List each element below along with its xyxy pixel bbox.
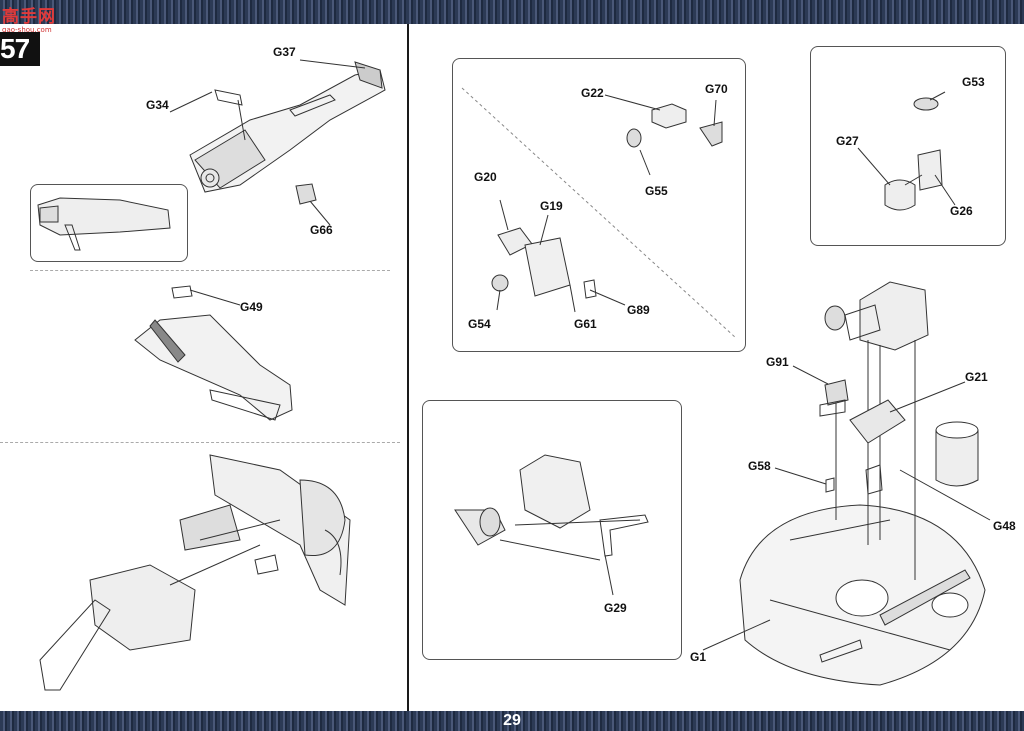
hatch-detail-box <box>810 46 1006 246</box>
part-label-g89: G89 <box>627 303 650 317</box>
part-label-g53: G53 <box>962 75 985 89</box>
engine-assembly-drawing <box>169 59 386 226</box>
part-label-g58: G58 <box>748 459 771 473</box>
part-label-g26: G26 <box>950 204 973 218</box>
part-label-g22: G22 <box>581 86 604 100</box>
part-label-g66: G66 <box>310 223 333 237</box>
top-border-stripe <box>0 0 1024 24</box>
section-divider-1 <box>30 270 390 271</box>
part-label-g49: G49 <box>240 300 263 314</box>
part-label-g19: G19 <box>540 199 563 213</box>
part-label-g21: G21 <box>965 370 988 384</box>
part-label-g48: G48 <box>993 519 1016 533</box>
turret-floor-drawing <box>702 281 991 686</box>
watermark-logo-text: 高手网 <box>2 7 56 27</box>
watermark-url: gao-shou.com <box>2 26 52 34</box>
step-number-badge: 57 <box>0 32 40 66</box>
part-label-g29: G29 <box>604 601 627 615</box>
part-label-g27: G27 <box>836 134 859 148</box>
part-label-g20: G20 <box>474 170 497 184</box>
part-label-g91: G91 <box>766 355 789 369</box>
part-label-g54: G54 <box>468 317 491 331</box>
part-label-g55: G55 <box>645 184 668 198</box>
watermark-logo: 高手网 <box>2 2 56 27</box>
part-label-g34: G34 <box>146 98 169 112</box>
page-number: 29 <box>503 712 521 729</box>
part-label-g1: G1 <box>690 650 707 664</box>
bottom-border-stripe <box>0 711 1024 731</box>
part-label-g37: G37 <box>273 45 296 59</box>
part-label-g61: G61 <box>574 317 597 331</box>
gun-mount-subassembly-box <box>422 400 682 660</box>
page-divider <box>407 24 409 711</box>
section-divider-2 <box>0 442 400 443</box>
part-label-g70: G70 <box>705 82 728 96</box>
